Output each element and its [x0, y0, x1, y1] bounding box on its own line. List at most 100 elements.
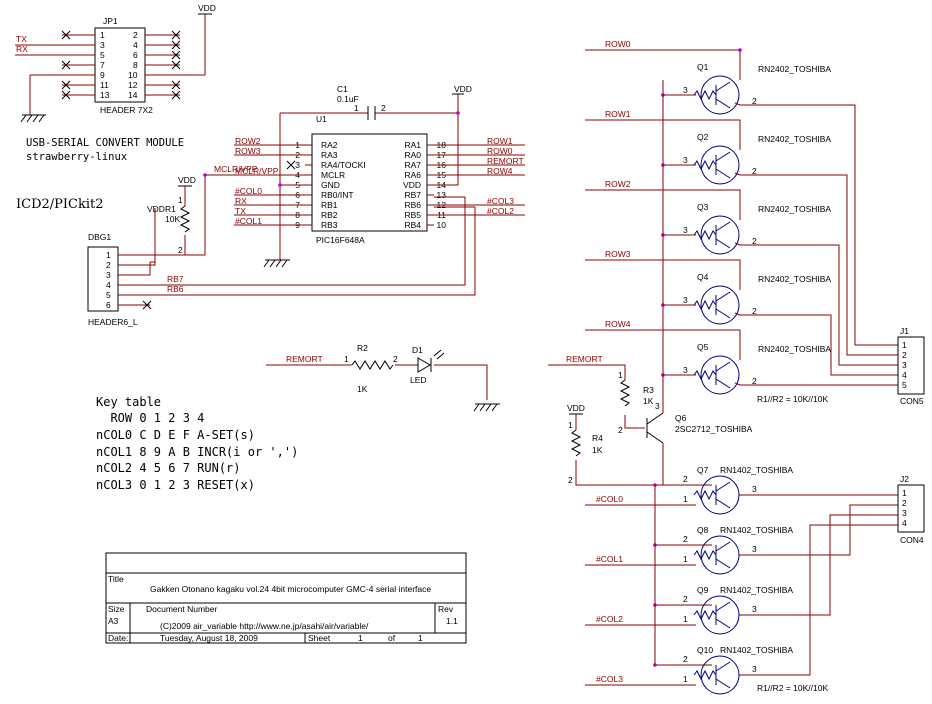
pin-number: 1 — [683, 614, 688, 624]
svg-text:4: 4 — [106, 280, 111, 290]
svg-text:1: 1 — [618, 370, 623, 380]
svg-text:2: 2 — [618, 425, 623, 435]
col-driver-ref: Q8 — [697, 525, 709, 535]
mcu-pin-number: 13 — [437, 190, 447, 200]
j1-part: CON5 — [900, 396, 924, 406]
svg-text:Document Number: Document Number — [146, 604, 218, 614]
pin-number: 2 — [683, 594, 688, 604]
pin-number: 1 — [683, 554, 688, 564]
ground-icon — [263, 259, 290, 268]
cap-ref: C1 — [337, 84, 348, 94]
pin-number: 1 — [683, 494, 688, 504]
mcu-net-label: #COL3 — [487, 196, 514, 206]
key-table: Key table ROW 0 1 2 3 4 nCOL0 C D E F A-… — [96, 395, 298, 492]
con5: J1 CON5 1 2 3 4 5 — [897, 326, 925, 406]
row-net-label: ROW0 — [605, 39, 631, 49]
jp1-ref: JP1 — [103, 16, 118, 26]
mcu-net-label: #COL0 — [235, 186, 262, 196]
jp1-header: JP1 HEADER 7X2 1 3 5 7 9 11 13 2 4 6 8 1… — [15, 3, 216, 123]
svg-text:A3: A3 — [108, 616, 119, 626]
mcu-pin-name: RB1 — [321, 200, 338, 210]
svg-text:Size: Size — [108, 604, 125, 614]
col-driver-part: RN1402_TOSHIBA — [720, 465, 793, 475]
mcu-pin-name: RB3 — [321, 220, 338, 230]
pin-number: 3 — [683, 295, 688, 305]
row-driver-ref: Q5 — [697, 342, 709, 352]
led-icon — [417, 357, 432, 373]
vddr1-val: 10K — [165, 214, 180, 224]
mcu-vdd: VDD — [454, 84, 472, 94]
col-driver-part: RN1402_TOSHIBA — [720, 585, 793, 595]
svg-text:13: 13 — [100, 90, 110, 100]
row-net-label: ROW1 — [605, 109, 631, 119]
document-number: (C)2009 air_variable http://www.ne.jp/as… — [160, 621, 369, 631]
pin-number: 2 — [752, 96, 757, 106]
net-remort-led: REMORT — [286, 354, 323, 364]
pin-number: 3 — [683, 365, 688, 375]
col-net-label: #COL1 — [596, 554, 623, 564]
mcu-pin-name: RB0/INT — [321, 190, 354, 200]
jp1-part: HEADER 7X2 — [100, 105, 153, 115]
svg-text:3: 3 — [106, 270, 111, 280]
svg-text:6: 6 — [106, 300, 111, 310]
d1-val: LED — [410, 375, 427, 385]
module-label-2: strawberry-linux — [26, 151, 127, 163]
row-net-label: ROW3 — [605, 249, 631, 259]
key-table-row: nCOL0 C D E F A-SET(s) — [96, 428, 255, 442]
jp1-left-pin-numbers: 1 3 5 7 9 11 13 — [100, 30, 110, 100]
svg-text:2: 2 — [381, 103, 386, 113]
pin-number: 3 — [683, 225, 688, 235]
row-driver-part: RN2402_TOSHIBA — [758, 274, 831, 284]
mcu-ref: U1 — [316, 114, 327, 124]
svg-text:Title: Title — [108, 574, 124, 584]
ground-icon — [20, 114, 46, 123]
pin-number: 2 — [683, 474, 688, 484]
col-driver-note: R1//R2 = 10K//10K — [757, 683, 828, 693]
svg-text:2: 2 — [393, 354, 398, 364]
key-table-row: nCOL2 4 5 6 7 RUN(r) — [96, 461, 241, 475]
row-driver-part: RN2402_TOSHIBA — [758, 64, 831, 74]
svg-text:Sheet: Sheet — [308, 633, 331, 643]
transistor-body-icon — [700, 145, 740, 185]
cap-val: 0.1uF — [337, 94, 359, 104]
svg-text:8: 8 — [133, 60, 138, 70]
mcu-pin-name: RA6 — [404, 170, 421, 180]
no-connect-marks — [61, 30, 181, 100]
mcu-pin-name: MCLR — [321, 170, 345, 180]
svg-text:4: 4 — [133, 40, 138, 50]
row-driver-note: R1//R2 = 10K//10K — [757, 394, 828, 404]
j2-ref: J2 — [900, 474, 909, 484]
date-text: Tuesday, August 18, 2009 — [160, 633, 258, 643]
mcu-part: PIC16F648A — [316, 235, 365, 245]
dbg1-pin-numbers: 1 2 3 4 5 6 — [106, 250, 111, 310]
row-driver-ref: Q3 — [697, 202, 709, 212]
svg-text:3: 3 — [655, 401, 660, 411]
svg-text:1: 1 — [106, 250, 111, 260]
pin-number: 2 — [752, 166, 757, 176]
row-driver-ref: Q4 — [697, 272, 709, 282]
svg-text:of: of — [388, 633, 396, 643]
mcu-pin-number: 3 — [295, 160, 300, 170]
svg-text:1: 1 — [568, 420, 573, 430]
transistor-body-icon — [700, 355, 740, 395]
pin-number: 3 — [752, 604, 757, 614]
pin-number: 3 — [683, 85, 688, 95]
transistor-body-icon — [700, 215, 740, 255]
transistor-body-icon — [700, 75, 740, 115]
svg-text:9: 9 — [100, 70, 105, 80]
mcu-net-label: RX — [235, 196, 247, 206]
svg-text:1: 1 — [358, 633, 363, 643]
mcu-pin-name: RA4/TOCKI — [321, 160, 366, 170]
col-net-label: #COL2 — [596, 614, 623, 624]
dbg1-ref: DBG1 — [88, 232, 111, 242]
col-driver-ref: Q10 — [697, 645, 713, 655]
svg-text:5: 5 — [100, 50, 105, 60]
svg-text:14: 14 — [128, 90, 138, 100]
col-driver-part: RN1402_TOSHIBA — [720, 645, 793, 655]
net-remort-q6: REMORT — [566, 354, 603, 364]
pin-number: 2 — [752, 306, 757, 316]
